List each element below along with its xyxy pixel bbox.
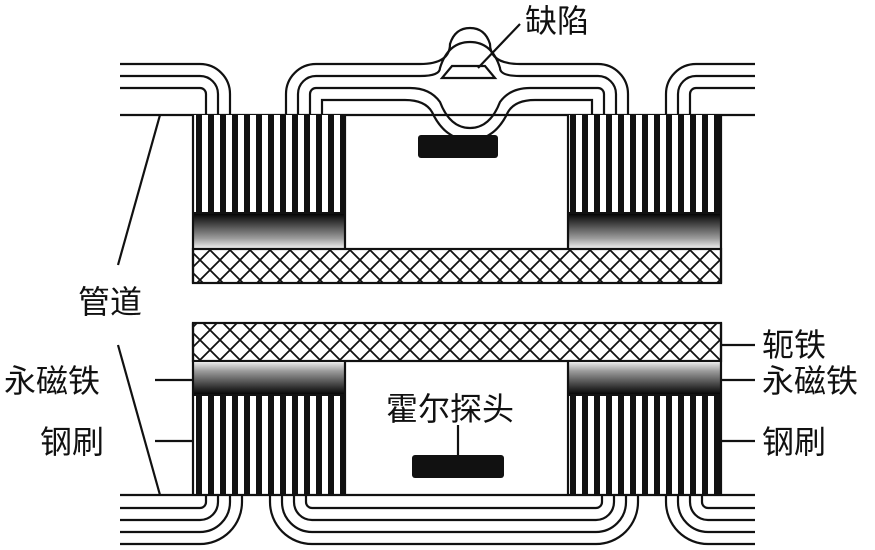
defect-notch [439, 64, 498, 80]
top-right-magnet [567, 212, 722, 250]
leader-lines [116, 23, 755, 496]
top-magnetizer [120, 26, 755, 285]
bottom-right-magnet [567, 360, 722, 396]
defect-leader [477, 23, 521, 69]
bottom-left-magnet [192, 360, 346, 396]
top-left-steel-brush [193, 115, 345, 213]
pipe-label: 管道 [78, 283, 142, 321]
bottom-flux-lines [120, 495, 755, 546]
pipe-leader-top [116, 114, 162, 266]
magnet-right-label: 永磁铁 [762, 362, 858, 400]
defect-label: 缺陷 [525, 2, 589, 40]
bottom-left-steel-brush [196, 395, 345, 495]
top-left-magnet [192, 212, 346, 250]
top-yoke [191, 247, 723, 285]
brush-right-label: 钢刷 [762, 423, 826, 461]
bottom-hall-probe [412, 455, 504, 478]
bottom-yoke [191, 321, 723, 363]
magnet-left-label: 永磁铁 [4, 362, 100, 400]
top-hall-probe [418, 135, 498, 158]
top-right-steel-brush [568, 115, 721, 213]
brush-left-label: 钢刷 [40, 423, 104, 461]
hall-probe-label: 霍尔探头 [386, 390, 514, 428]
bottom-right-steel-brush [570, 395, 720, 495]
pipe-leader-bottom [116, 344, 162, 496]
bottom-magnetizer [120, 321, 755, 546]
yoke-label: 轭铁 [762, 326, 826, 364]
